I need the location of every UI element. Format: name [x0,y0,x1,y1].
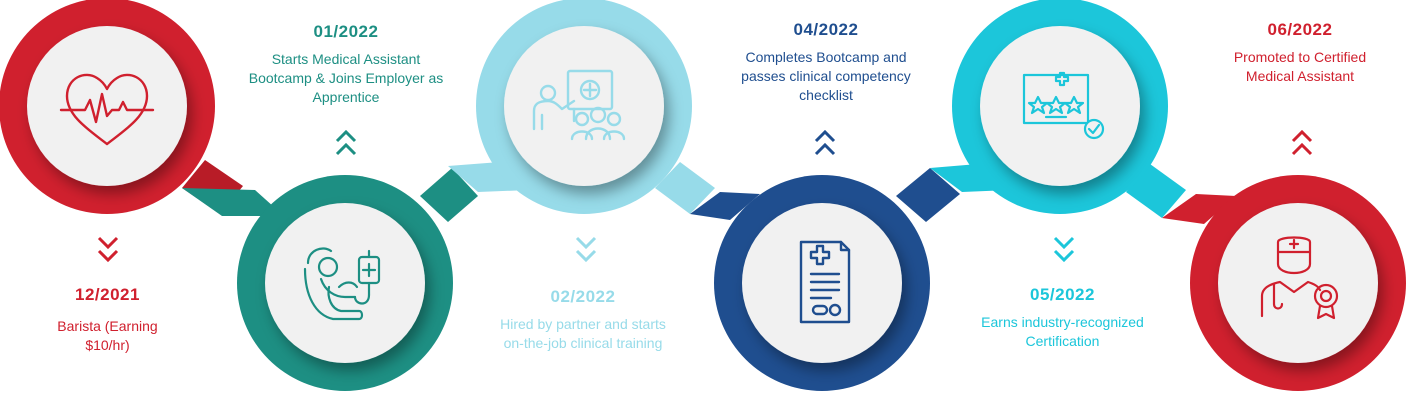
milestone-4-desc: Completes Bootcamp and passes clinical c… [741,49,911,103]
milestone-1-date: 12/2021 [75,285,140,304]
milestone-3-label: 02/2022 Hired by partner and starts on-t… [488,287,678,353]
connector-band-2 [420,162,530,222]
milestone-3-date: 02/2022 [550,287,616,306]
presentation-training-icon [532,69,626,141]
milestone-3-desc: Hired by partner and starts on-the-job c… [500,316,666,351]
milestone-5-label: 05/2022 Earns industry-recognized Certif… [950,285,1175,351]
chevron-down-icon [575,236,597,263]
milestone-2-desc: Starts Medical Assistant Bootcamp & Join… [248,51,444,105]
chevron-down-icon [1053,236,1075,263]
heart-pulse-icon [59,73,155,146]
chevron-up-icon [814,129,836,156]
milestone-1-label: 12/2021 Barista (Earning $10/hr) [20,285,195,355]
connector-band-5 [1126,164,1236,224]
milestone-ring-6 [1190,175,1406,391]
milestone-2-label: 01/2022 Starts Medical Assistant Bootcam… [240,22,452,107]
milestone-1-desc: Barista (Earning $10/hr) [57,318,158,353]
milestone-ring-3 [476,0,692,214]
connector-band-1 [182,160,284,216]
milestone-2-date: 01/2022 [313,22,379,41]
milestone-6-desc: Promoted to Certified Medical Assistant [1233,49,1367,84]
doctor-award-icon [1260,236,1339,320]
connector-band-3 [655,162,760,220]
medical-report-icon [799,240,851,324]
milestone-4-date: 04/2022 [793,20,859,39]
ring-inner-disc [27,26,187,186]
ring-inner-disc [504,26,664,186]
milestone-6-label: 06/2022 Promoted to Certified Medical As… [1195,20,1405,86]
milestone-6-date: 06/2022 [1267,20,1333,39]
chevron-down-icon [97,236,119,263]
milestone-ring-1 [0,0,215,214]
patient-iv-icon [303,247,381,321]
milestone-5-date: 05/2022 [1030,285,1095,304]
chevron-up-icon [1291,129,1313,156]
milestone-5-desc: Earns industry-recognized Certification [981,314,1144,349]
chevron-up-icon [335,129,357,156]
milestone-4-label: 04/2022 Completes Bootcamp and passes cl… [715,20,937,105]
ring-inner-disc [1218,203,1378,363]
certificate-icon [1022,71,1105,140]
